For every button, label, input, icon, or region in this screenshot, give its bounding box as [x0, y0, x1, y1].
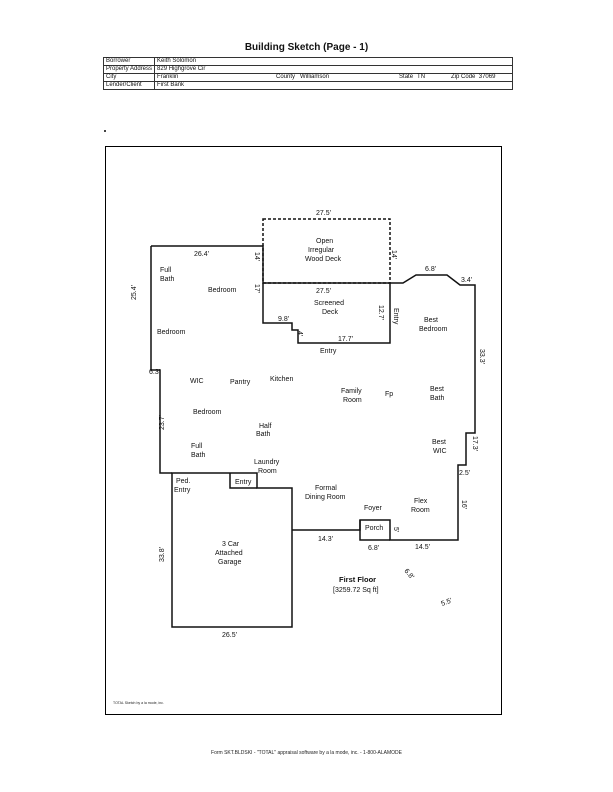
dim-2-5: 2.5': [459, 470, 470, 477]
family-room-label-1: Family: [341, 388, 362, 395]
open-deck-label-3: Wood Deck: [305, 256, 342, 263]
flex-room-label-1: Flex: [414, 498, 428, 505]
lender-value: First Bank: [154, 81, 513, 90]
garage-label-1: 3 Car: [222, 541, 240, 548]
entry-deck-side-label: Entry: [392, 308, 399, 325]
dim-14-left: 14': [253, 252, 260, 261]
lender-row: Lender/Client First Bank: [102, 81, 513, 90]
zip-label: Zip Code: [451, 74, 476, 80]
ped-entry-label-1: Ped.: [176, 478, 190, 485]
dim-33-3: 33.3': [478, 349, 485, 364]
left-wall: [150, 246, 172, 474]
dim-17-7: 17.7': [338, 336, 353, 343]
dim-12-7: 12.7': [377, 305, 384, 320]
full-bath-mid-label-1: Full: [191, 443, 203, 450]
dim-23-7: 23.7': [159, 415, 166, 430]
dim-5: 5': [392, 527, 399, 532]
dim-27-5-mid: 27.5': [316, 288, 331, 295]
family-room-label-2: Room: [343, 397, 362, 404]
best-wic-label-2: WIC: [433, 448, 447, 455]
screened-deck-outline: [262, 283, 391, 344]
sketch-credit: TOTAL Sketch by a la mode, inc.: [113, 701, 164, 705]
formal-dining-label-2: Dining Room: [305, 494, 346, 501]
laundry-room-label-2: Room: [258, 468, 277, 475]
entry-rear-label: Entry: [320, 348, 337, 355]
screened-deck-label-1: Screened: [314, 300, 344, 307]
open-deck-label-1: Open: [316, 238, 333, 245]
dim-6-3: 6.3': [149, 369, 160, 376]
full-bath-mid-label-2: Bath: [191, 452, 206, 459]
half-bath-label-2: Bath: [256, 431, 271, 438]
ped-entry-label-2: Entry: [174, 487, 191, 494]
foyer-label: Foyer: [364, 505, 383, 512]
dim-27-5-top: 27.5': [316, 210, 331, 217]
floor-label: First Floor: [339, 575, 376, 584]
stray-mark: [104, 130, 106, 132]
dim-14-5: 14.5': [415, 544, 430, 551]
open-deck-outline: [262, 218, 391, 284]
bedroom-mid-label: Bedroom: [193, 409, 222, 416]
dim-26-4: 26.4': [194, 251, 209, 258]
garage-label-2: Attached: [215, 550, 243, 557]
screened-deck-label-2: Deck: [322, 309, 338, 316]
dim-6-8-top: 6.8': [425, 266, 436, 273]
best-wic-label-1: Best: [432, 439, 446, 446]
dim-3-4: 3.4': [461, 277, 472, 284]
dim-16: 16': [460, 500, 467, 509]
best-bath-label-1: Best: [430, 386, 444, 393]
entry-front-label: Entry: [235, 479, 252, 486]
best-bath-label-2: Bath: [430, 395, 445, 402]
porch-label: Porch: [365, 525, 383, 532]
pantry-label: Pantry: [230, 379, 251, 386]
best-bedroom-label-1: Best: [424, 317, 438, 324]
laundry-room-label-1: Laundry: [254, 459, 280, 466]
dim-5-5-float: 5.5': [440, 598, 453, 608]
dim-14-3: 14.3': [318, 536, 333, 543]
half-bath-label-1: Half: [259, 423, 272, 430]
zip-value: 37069: [478, 74, 496, 80]
dim-25-4: 25.4': [131, 285, 138, 300]
full-bath-top-label-2: Bath: [160, 276, 175, 283]
page-title: Building Sketch (Page - 1): [244, 42, 369, 53]
garage-label-3: Garage: [218, 559, 241, 566]
dim-26-5: 26.5': [222, 632, 237, 639]
lender-label: Lender/Client: [102, 81, 156, 90]
house-outline: [151, 245, 476, 628]
dim-6-8-float: 6.8': [402, 568, 414, 581]
dim-4: 4': [296, 331, 303, 336]
dim-9-8: 9.8': [278, 316, 289, 323]
dim-6-8-porch: 6.8': [368, 545, 379, 552]
wic-label: WIC: [190, 378, 204, 385]
bedroom-left-label: Bedroom: [157, 329, 186, 336]
dim-14-right: 14': [390, 250, 397, 259]
porch-outline: [359, 520, 390, 541]
formal-dining-label-1: Formal: [315, 485, 337, 492]
best-bedroom-label-2: Bedroom: [419, 326, 448, 333]
dim-17: 17': [253, 284, 260, 293]
open-deck-label-2: Irregular: [308, 247, 335, 254]
floor-area: [3259.72 Sq ft]: [333, 587, 379, 594]
bedroom-upper-label: Bedroom: [208, 287, 237, 294]
form-footer: Form SKT.BLDSKI - "TOTAL" appraisal soft…: [211, 750, 402, 756]
sketch-frame: [105, 146, 502, 715]
garage-entry-line: [229, 473, 257, 489]
full-bath-top-label-1: Full: [160, 267, 172, 274]
dim-33-8: 33.8': [159, 547, 166, 562]
kitchen-label: Kitchen: [270, 376, 293, 383]
property-info-table: Borrower Keith Solomon Property Address …: [102, 57, 514, 90]
flex-room-label-2: Room: [411, 507, 430, 514]
dim-17-3: 17.3': [471, 436, 478, 451]
fireplace-label: Fp: [385, 391, 393, 398]
